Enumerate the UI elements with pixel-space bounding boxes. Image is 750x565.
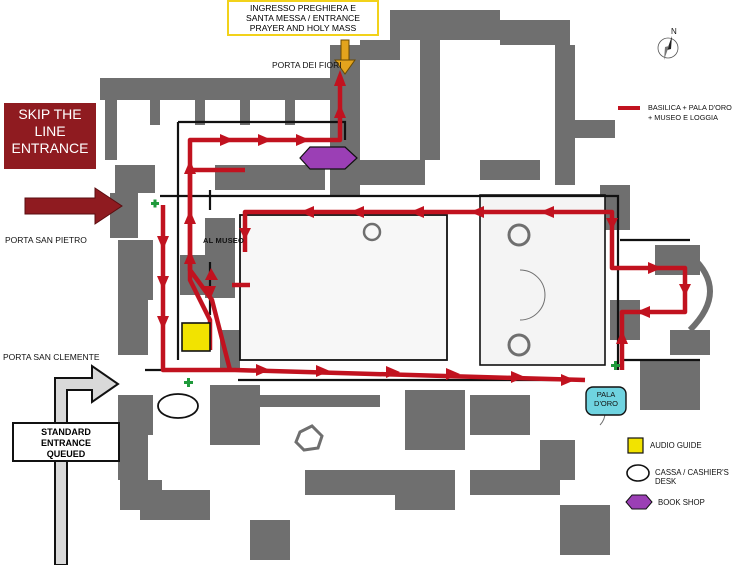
legend-route: BASILICA + PALA D'ORO + MUSEO E LOGGIA xyxy=(648,103,732,123)
book-shop-marker xyxy=(299,146,358,170)
legend-route-line-2: + MUSEO E LOGGIA xyxy=(648,113,718,122)
pala-doro-line-2: D'ORO xyxy=(594,399,618,408)
top-entrance-note: INGRESSO PREGHIERA E SANTA MESSA / ENTRA… xyxy=(227,0,379,36)
porta-dei-fiori-label: PORTA DEI FIORI xyxy=(272,60,342,70)
legend-audio-guide: AUDIO GUIDE xyxy=(650,441,702,450)
floor-areas xyxy=(239,194,713,452)
pala-doro-label: PALA D'ORO xyxy=(590,390,622,408)
skip-line-arrow xyxy=(24,187,123,225)
standard-entrance-arrow xyxy=(54,364,120,565)
standard-entrance-box: STANDARD ENTRANCE QUEUED xyxy=(12,422,120,462)
standard-line-2: ENTRANCE xyxy=(40,438,91,448)
top-entrance-line-2: SANTA MESSA / ENTRANCE xyxy=(246,13,360,23)
skip-the-line-box: SKIP THE LINE ENTRANCE xyxy=(4,103,96,169)
standard-line-1: STANDARD xyxy=(41,427,91,437)
pala-doro-marker xyxy=(585,386,627,416)
top-entrance-line-3: PRAYER AND HOLY MASS xyxy=(249,23,357,33)
legend-book-shop: BOOK SHOP xyxy=(658,498,705,507)
skip-line-3: ENTRANCE xyxy=(11,140,89,156)
route-arrows xyxy=(157,70,691,386)
green-cross-icons xyxy=(151,199,620,387)
top-entrance-arrow xyxy=(334,39,356,75)
skip-line-1: SKIP THE xyxy=(18,106,82,122)
north-compass-icon xyxy=(657,36,679,60)
legend-route-line-1: BASILICA + PALA D'ORO xyxy=(648,103,732,112)
standard-line-3: QUEUED xyxy=(46,449,86,459)
legend-cashier: CASSA / CASHIER'S DESK xyxy=(655,468,729,486)
legend-swatches xyxy=(618,106,653,510)
pala-doro-line-1: PALA xyxy=(596,390,616,399)
audio-guide-marker xyxy=(181,322,211,352)
top-entrance-line-1: INGRESSO PREGHIERA E xyxy=(249,3,357,13)
al-museo-label: AL MUSEO xyxy=(203,236,245,245)
porta-san-clemente-label: PORTA SAN CLEMENTE xyxy=(3,352,100,362)
skip-line-2: LINE xyxy=(34,123,66,139)
compass-north-label: N xyxy=(671,27,677,36)
building-walls xyxy=(100,10,710,560)
cashier-marker xyxy=(157,393,199,419)
porta-san-pietro-label: PORTA SAN PIETRO xyxy=(5,235,87,245)
